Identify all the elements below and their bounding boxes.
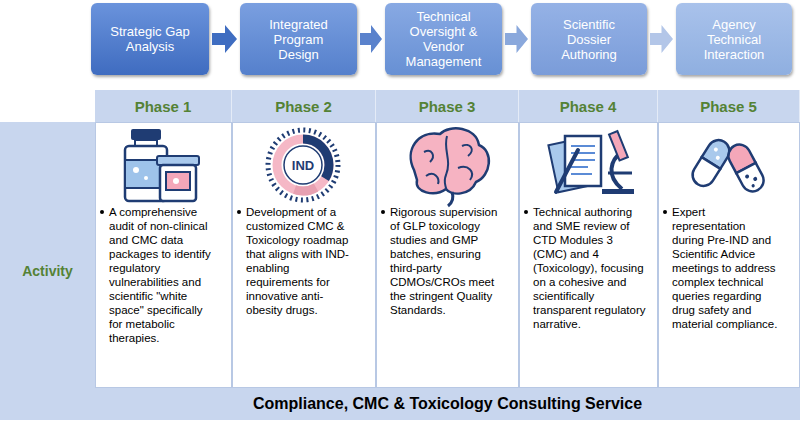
bottle-label: [125, 160, 167, 188]
step-title: Scientific Dossier Authoring: [545, 17, 633, 62]
text-line: [571, 159, 595, 161]
bottle-cap: [131, 129, 161, 140]
label-dot: [173, 178, 179, 184]
box-lid: [157, 156, 199, 165]
microscope-stage: [608, 172, 632, 175]
activity-text: Development of a customized CMC & Toxico…: [246, 205, 349, 317]
box-body: [160, 165, 196, 201]
phase-cell: Phase 5: [658, 90, 800, 122]
ring-icon: [267, 129, 338, 200]
capsule-half: [702, 136, 734, 169]
document-front: [565, 136, 601, 186]
container-icon: [125, 129, 199, 201]
step-box: Technical Oversight & Vendor Management: [385, 3, 502, 75]
activity-cell: A comprehensive audit of non-clinical an…: [95, 122, 232, 388]
text-line: [571, 145, 595, 147]
activity-text: Rigorous supervision of GLP toxicology s…: [390, 205, 500, 317]
step-box: Agency Technical Interaction: [676, 3, 792, 75]
text-line: [571, 166, 588, 168]
capsule-dot: [751, 184, 755, 188]
capsule: [725, 141, 768, 195]
brain-fold: [424, 151, 438, 184]
bullet-dot: [663, 210, 667, 214]
text-line: [571, 173, 592, 175]
bullet-dot: [524, 210, 528, 214]
microscope-base: [602, 189, 634, 194]
label-dot: [133, 167, 139, 173]
phase-label: Phase 2: [275, 98, 332, 115]
brain-outline: [411, 128, 489, 193]
document-back: [548, 138, 593, 192]
capsule-half: [688, 157, 720, 190]
step-title: Technical Oversight & Vendor Management: [399, 9, 488, 69]
step-title: Strategic Gap Analysis: [105, 24, 195, 54]
brain-fold: [458, 145, 472, 180]
progress-arc: [267, 129, 338, 200]
step-title: Agency Technical Interaction: [690, 17, 778, 62]
footer-title: Compliance, CMC & Toxicology Consulting …: [253, 395, 642, 413]
brain-fold: [445, 136, 448, 189]
capsule-dot: [713, 147, 719, 153]
phase-label: Phase 3: [419, 98, 476, 115]
tick-ring: [268, 130, 338, 200]
bottle-neck: [135, 140, 157, 146]
capsule: [688, 136, 733, 190]
capsule-dot: [715, 155, 721, 161]
phase-cell: Phase 3: [376, 90, 519, 122]
microscope-tube: [609, 131, 628, 160]
box-label: [166, 172, 190, 190]
step-box: Scientific Dossier Authoring: [531, 3, 647, 75]
flow-arrow: [505, 25, 528, 53]
flow-arrow: [212, 25, 237, 53]
phase-cell: Phase 4: [519, 90, 658, 122]
capsule-half: [725, 141, 756, 173]
row-title: Activity: [22, 263, 73, 279]
capsule-dot: [744, 174, 749, 179]
brain-icon: [411, 128, 489, 206]
dossier-icon: [548, 131, 634, 194]
pen: [556, 150, 578, 192]
flow-arrow: [650, 25, 673, 53]
activity-text: A comprehensive audit of non-clinical an…: [109, 205, 215, 345]
activity-text: Technical authoring and SME review of CT…: [533, 205, 647, 331]
bullet-dot: [100, 210, 104, 214]
step-box: Strategic Gap Analysis: [91, 3, 209, 75]
activity-cell: Technical authoring and SME review of CT…: [519, 122, 658, 388]
flow-arrow: [360, 25, 382, 53]
brain-stem: [448, 192, 453, 206]
activity-text: Expert representation during Pre-IND and…: [672, 205, 779, 331]
bottle-body: [125, 146, 167, 201]
phase-label: Phase 1: [135, 98, 192, 115]
step-title: Integrated Program Design: [254, 17, 343, 62]
microscope-arm: [611, 152, 622, 189]
activity-cell: Rigorous supervision of GLP toxicology s…: [376, 122, 519, 388]
capsule-half: [736, 163, 767, 195]
activity-cell: Development of a customized CMC & Toxico…: [232, 122, 376, 388]
label-dot: [144, 176, 148, 180]
capsule-dot: [753, 176, 758, 181]
row-label-panel: Activity: [0, 122, 95, 420]
phase-cell: Phase 2: [232, 90, 376, 122]
progress-arc: [277, 139, 329, 191]
bullet-dot: [237, 210, 241, 214]
footer-band: Compliance, CMC & Toxicology Consulting …: [95, 388, 800, 420]
ring-center: [284, 146, 322, 184]
phase-cell: Phase 1: [95, 90, 232, 122]
progress-ring: [277, 139, 329, 191]
capsule-icon: [688, 136, 767, 195]
activity-cell: Expert representation during Pre-IND and…: [658, 122, 800, 388]
phase-label: Phase 4: [560, 98, 617, 115]
phase-label: Phase 5: [700, 98, 757, 115]
bullet-dot: [381, 210, 385, 214]
text-line: [571, 152, 595, 154]
step-box: Integrated Program Design: [240, 3, 357, 75]
